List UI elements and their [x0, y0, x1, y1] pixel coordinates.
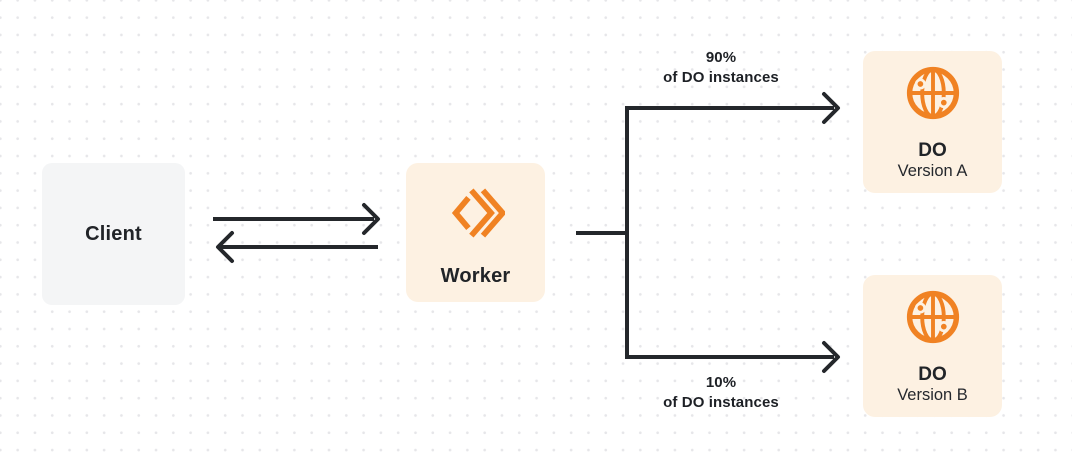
workers-icon [447, 181, 507, 245]
do-version-b-node: DO Version B [863, 275, 1002, 417]
client-label: Client [85, 222, 142, 245]
branch-a-percent: 90% [705, 49, 737, 66]
arrow-client-to-worker [213, 203, 380, 235]
globe-icon [903, 63, 963, 123]
arrow-to-do-version-b [822, 341, 840, 373]
branch-b-label: 10% of DO instances [601, 373, 841, 413]
worker-label: Worker [440, 265, 511, 287]
arrow-worker-to-client [216, 231, 378, 263]
do-a-subtitle: Version A [897, 162, 968, 180]
do-version-a-node: DO Version A [863, 51, 1002, 193]
globe-icon [903, 287, 963, 347]
do-b-subtitle: Version B [897, 386, 968, 404]
do-a-title: DO [918, 140, 947, 161]
branch-split-line [576, 106, 834, 359]
client-node: Client [42, 163, 185, 305]
branch-b-caption: of DO instances [663, 394, 779, 411]
worker-node: Worker [406, 163, 545, 302]
branch-a-caption: of DO instances [663, 69, 779, 86]
do-b-title: DO [918, 364, 947, 385]
arrow-to-do-version-a [822, 92, 840, 124]
branch-a-label: 90% of DO instances [601, 48, 841, 88]
branch-b-percent: 10% [705, 374, 737, 391]
